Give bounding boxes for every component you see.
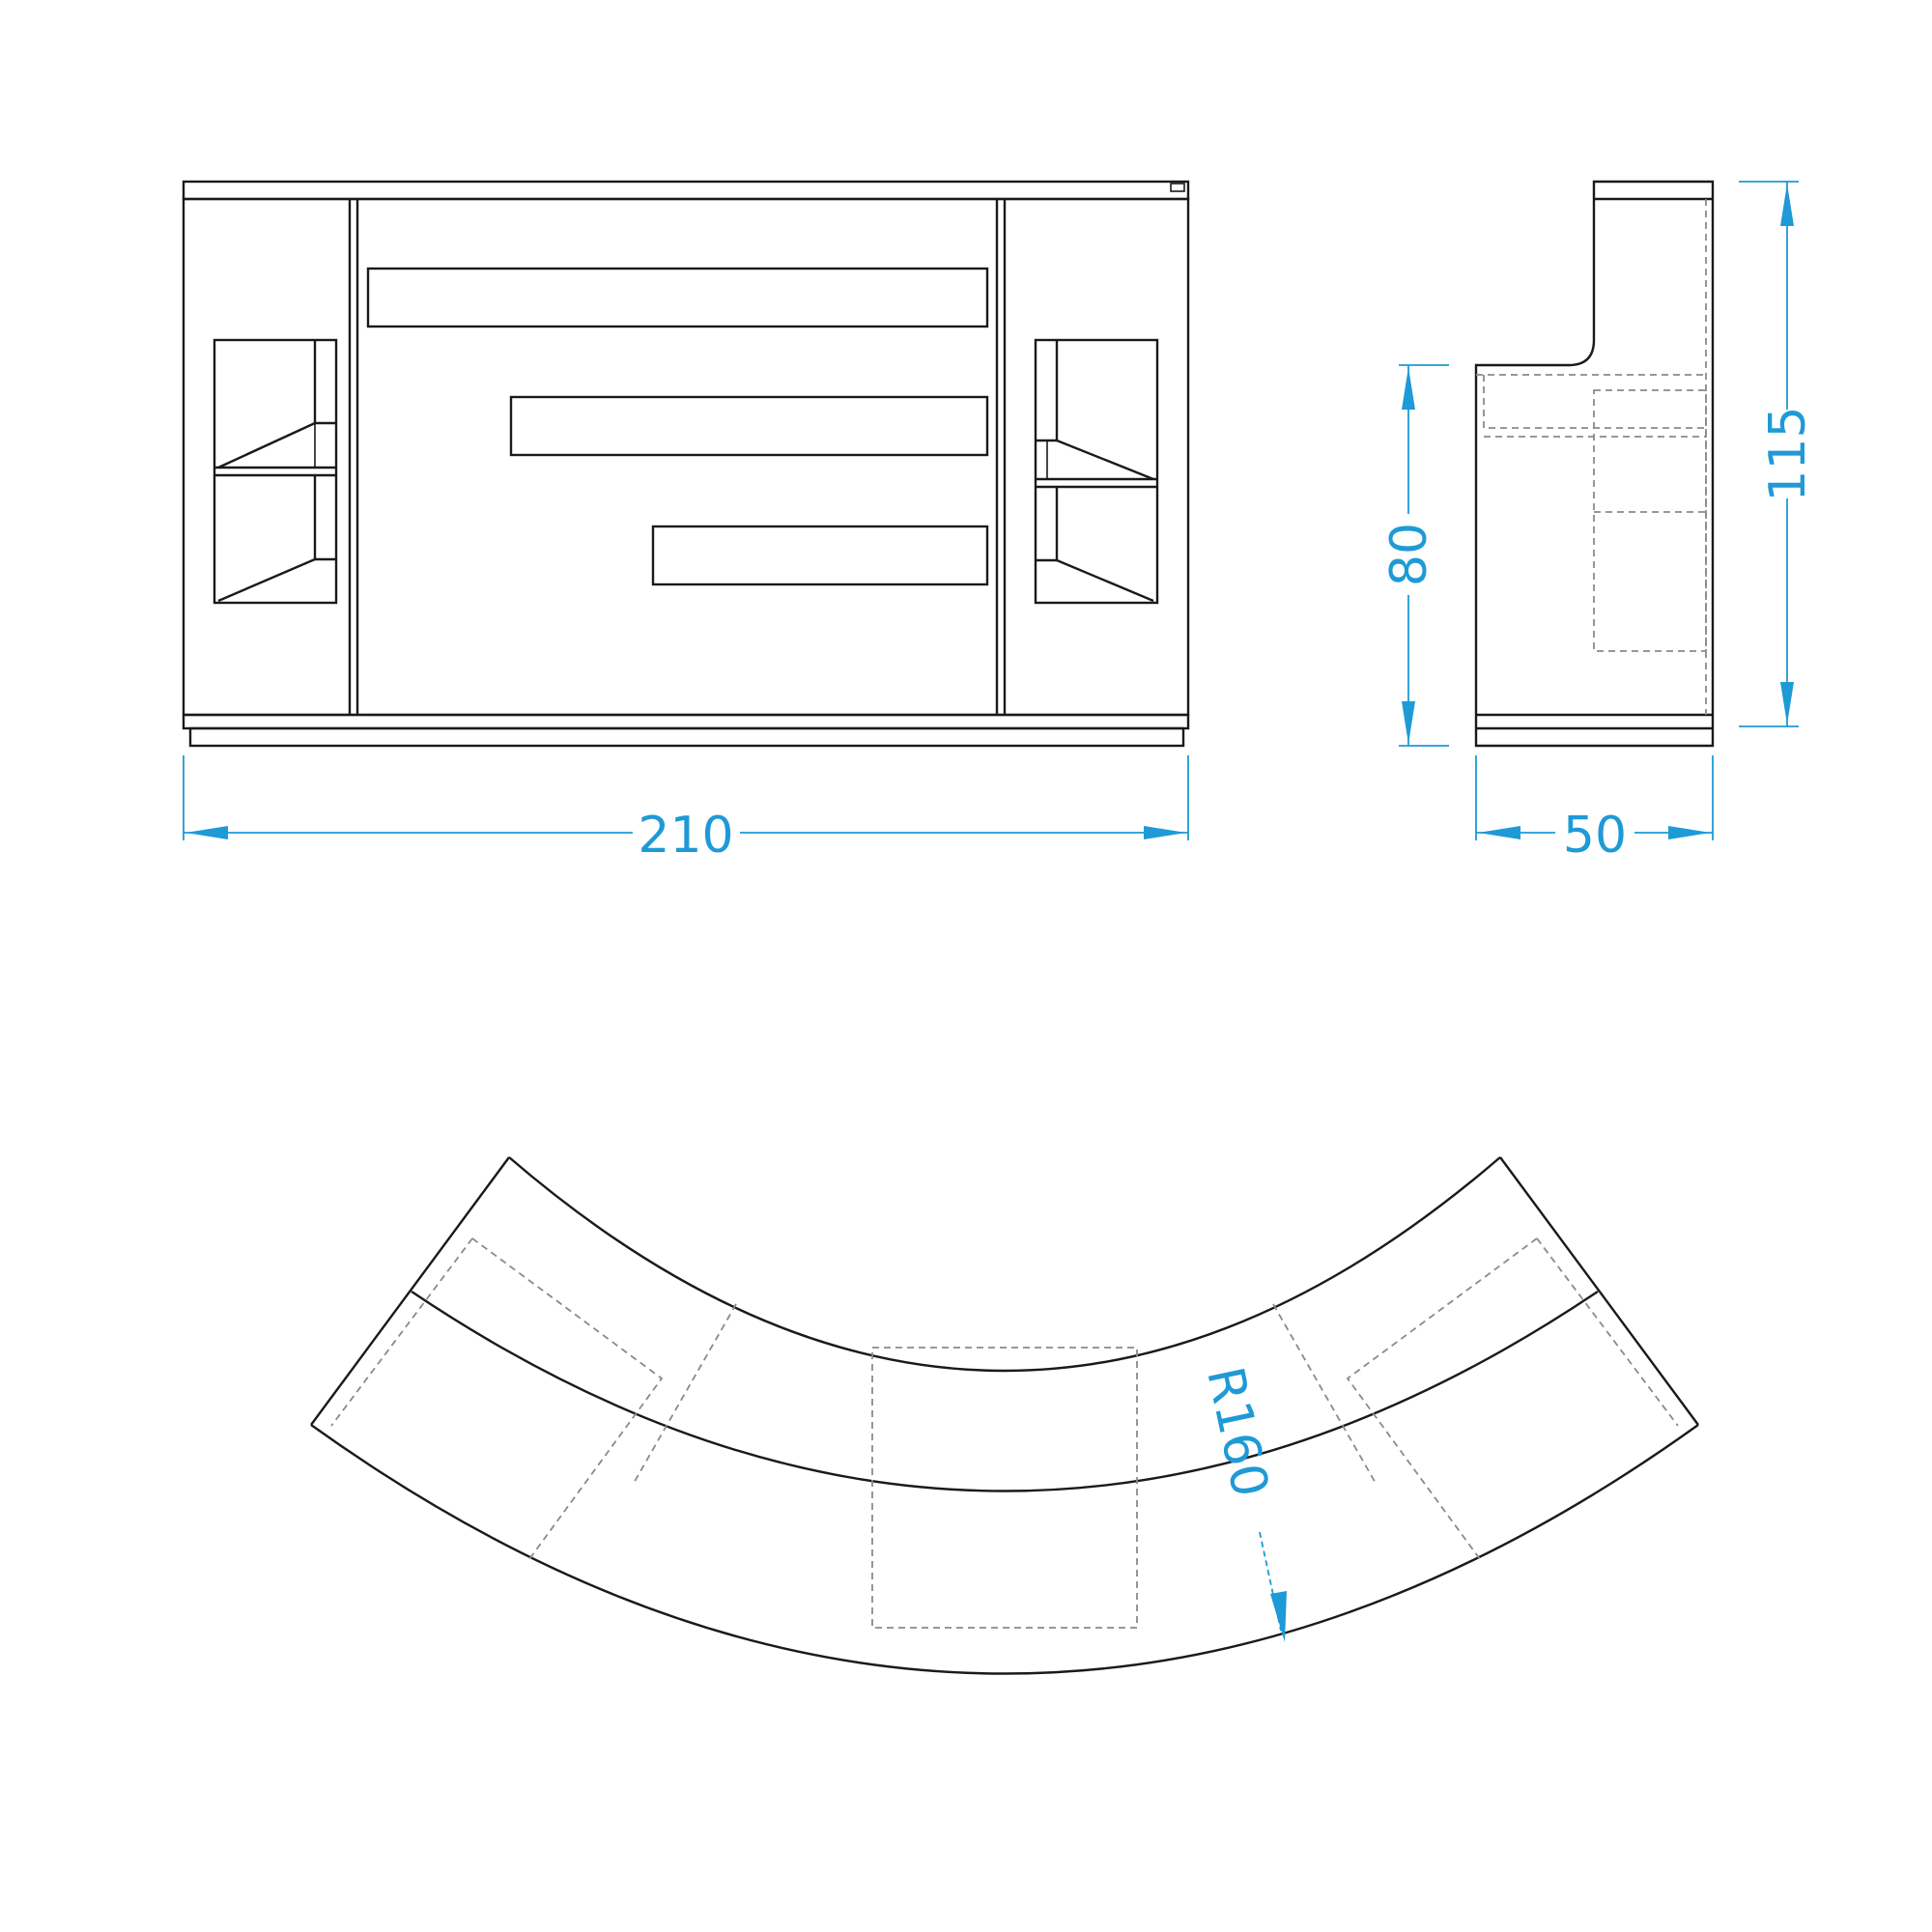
- counter-height-label: 80: [1380, 523, 1438, 586]
- counter-height-dimension: 80: [1380, 364, 1449, 747]
- plan-view: [310, 1156, 1699, 1675]
- front-plinth: [188, 726, 1185, 748]
- plan-hidden-lines: [330, 1237, 1679, 1629]
- front-plinth-top: [182, 713, 1190, 730]
- depth-dimension: 50: [1475, 755, 1714, 865]
- total-height-dimension: 115: [1739, 181, 1817, 727]
- front-body: [182, 197, 1190, 717]
- depth-label: 50: [1563, 807, 1627, 865]
- plan-left-end: [310, 1156, 510, 1426]
- plan-outer-arc: [310, 1424, 1699, 1675]
- side-hidden-lines: [1476, 199, 1707, 715]
- side-view: [1474, 180, 1715, 748]
- front-view: [182, 180, 1190, 748]
- width-dimension: 210: [183, 755, 1189, 865]
- plan-inner-arc: [508, 1156, 1501, 1373]
- front-panel-top: [366, 267, 989, 328]
- radius-label: R160: [1195, 1362, 1279, 1502]
- total-height-label: 115: [1759, 406, 1817, 501]
- left-shelf-niche: [213, 338, 338, 605]
- front-top-slab: [182, 180, 1190, 201]
- front-panel-middle: [509, 395, 989, 457]
- side-outline: [1474, 180, 1715, 748]
- width-label: 210: [638, 807, 733, 865]
- right-shelf-niche: [1034, 338, 1159, 605]
- plan-right-end: [1499, 1156, 1699, 1426]
- front-panel-bottom: [651, 525, 989, 586]
- front-top-detail: [1170, 183, 1185, 192]
- radius-dimension: R160: [1195, 1362, 1287, 1642]
- plan-counter-edge-arc: [411, 1291, 1599, 1492]
